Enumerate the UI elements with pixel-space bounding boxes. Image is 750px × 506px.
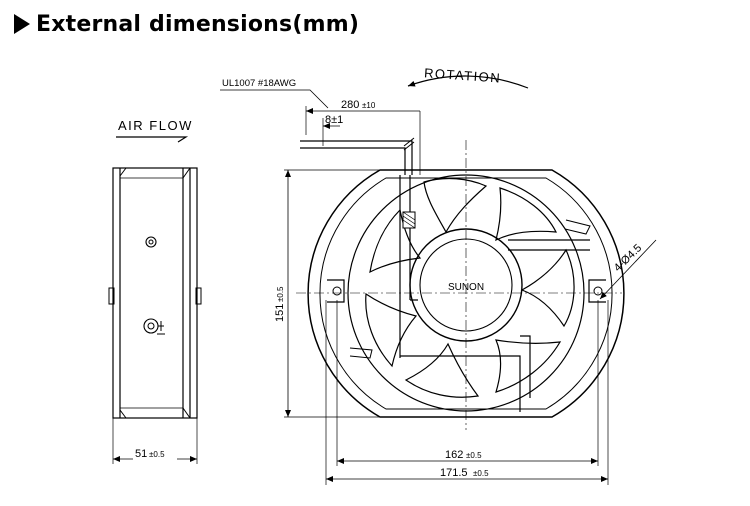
page-title: External dimensions(mm)	[36, 11, 360, 37]
wire-spec-label: UL1007 #18AWG	[222, 78, 296, 89]
triangle-bullet-icon	[14, 14, 30, 34]
height-tolerance: ±0.5	[276, 286, 285, 302]
height-value: 151	[274, 304, 286, 322]
overall-width-tolerance: ±0.5	[473, 469, 489, 478]
air-flow-label: AIR FLOW	[118, 118, 193, 133]
section-header: External dimensions(mm)	[14, 8, 359, 40]
overall-width-value: 171.5	[440, 467, 468, 479]
air-flow-arrow-icon	[116, 136, 189, 143]
hole-pitch-label: 162 ±0.5	[442, 447, 494, 461]
width-value: 51	[135, 448, 147, 460]
rotation-label: ROTATION	[424, 65, 502, 85]
hole-pitch-value: 162	[445, 449, 463, 461]
height-dimension-label: 151 ±0.5	[273, 276, 286, 324]
lead-length-value: 280	[341, 99, 359, 111]
width-tolerance: ±0.5	[149, 450, 165, 459]
side-view: AIR FLOW	[108, 118, 202, 464]
brand-logo-text: SUNON	[448, 282, 484, 293]
hole-pitch-tolerance: ±0.5	[466, 451, 482, 460]
strip-length-label: 8±1	[325, 114, 343, 126]
lead-length-tolerance: ±10	[362, 101, 376, 110]
width-dimension-label: 51 ±0.5	[133, 446, 177, 460]
overall-width-label: 171.5 ±0.5	[437, 465, 497, 479]
lead-length-label: 280 ±10	[340, 98, 386, 111]
front-view	[220, 75, 657, 485]
